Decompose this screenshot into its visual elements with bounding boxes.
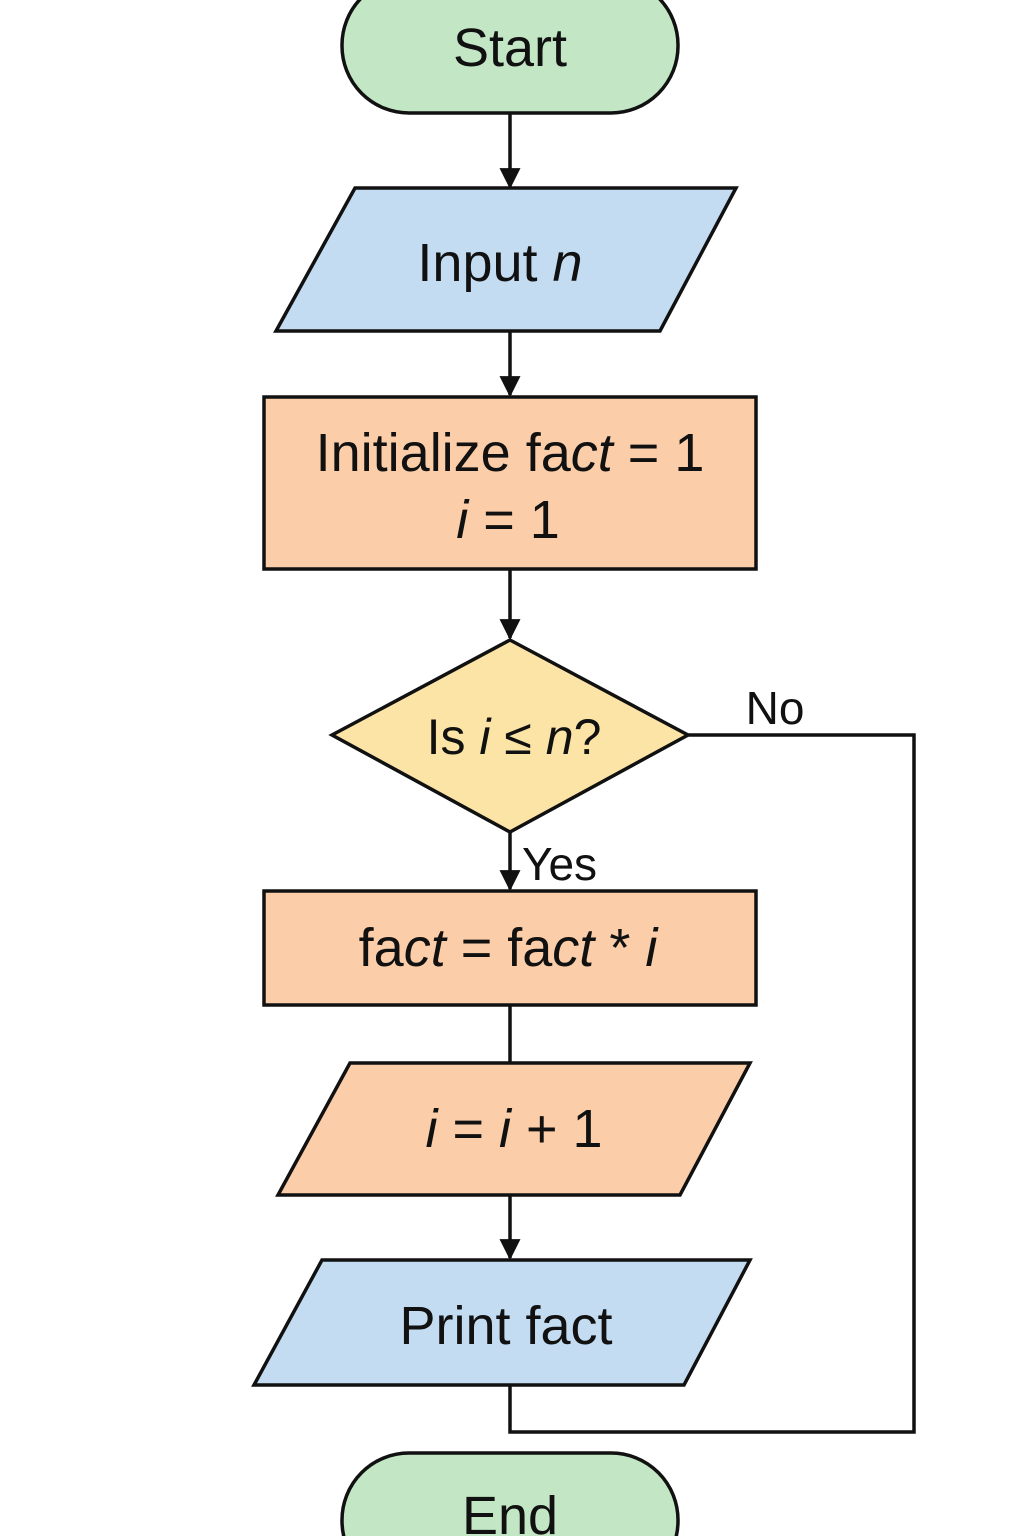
end-label: End	[462, 1486, 558, 1536]
input-var: n	[553, 233, 583, 293]
multiply-p1: fa	[359, 918, 405, 978]
init-line2-var: i	[456, 490, 470, 550]
start-terminal	[340, 0, 680, 115]
decision-op: ≤	[491, 709, 546, 765]
print-label: Print fact	[399, 1296, 612, 1356]
start-label: Start	[453, 18, 567, 78]
increment-v2: i	[499, 1099, 513, 1159]
decision-prefix: Is	[427, 709, 480, 765]
init-line2: i = 1	[456, 490, 560, 550]
increment-v1: i	[425, 1099, 439, 1159]
multiply-p3: *	[594, 918, 645, 978]
yes-edge-label: Yes	[522, 838, 597, 890]
decision-var1: i	[479, 709, 492, 765]
no-edge-label: No	[746, 682, 805, 734]
decision-var2: n	[546, 709, 574, 765]
print-parallelogram	[251, 1258, 753, 1387]
multiply-label: fact = fact * i	[359, 918, 660, 978]
increment-mid: =	[437, 1099, 499, 1159]
multiply-process-box	[262, 889, 758, 1007]
multiply-p3v: i	[645, 918, 659, 978]
end-terminal	[340, 1451, 680, 1536]
increment-label: i = i + 1	[425, 1099, 602, 1159]
input-text: Input	[417, 233, 552, 293]
init-line1-var: ct	[571, 423, 615, 483]
init-line2-rest: = 1	[468, 490, 560, 550]
init-process-box	[262, 395, 758, 571]
increment-rest: + 1	[511, 1099, 603, 1159]
input-label: Input n	[417, 233, 582, 293]
init-line1-rest: = 1	[613, 423, 705, 483]
multiply-p1v: ct	[404, 918, 448, 978]
multiply-p2v: ct	[552, 918, 596, 978]
decision-suffix: ?	[574, 709, 602, 765]
multiply-p2: = fa	[446, 918, 554, 978]
init-line1-text: Initialize fa	[316, 423, 572, 483]
edge-decision-no	[508, 733, 916, 1434]
init-line1: Initialize fact = 1	[316, 423, 705, 483]
decision-label: Is i ≤ n?	[427, 709, 602, 765]
increment-parallelogram	[275, 1061, 753, 1197]
input-parallelogram	[273, 186, 739, 333]
decision-diamond	[328, 638, 692, 834]
